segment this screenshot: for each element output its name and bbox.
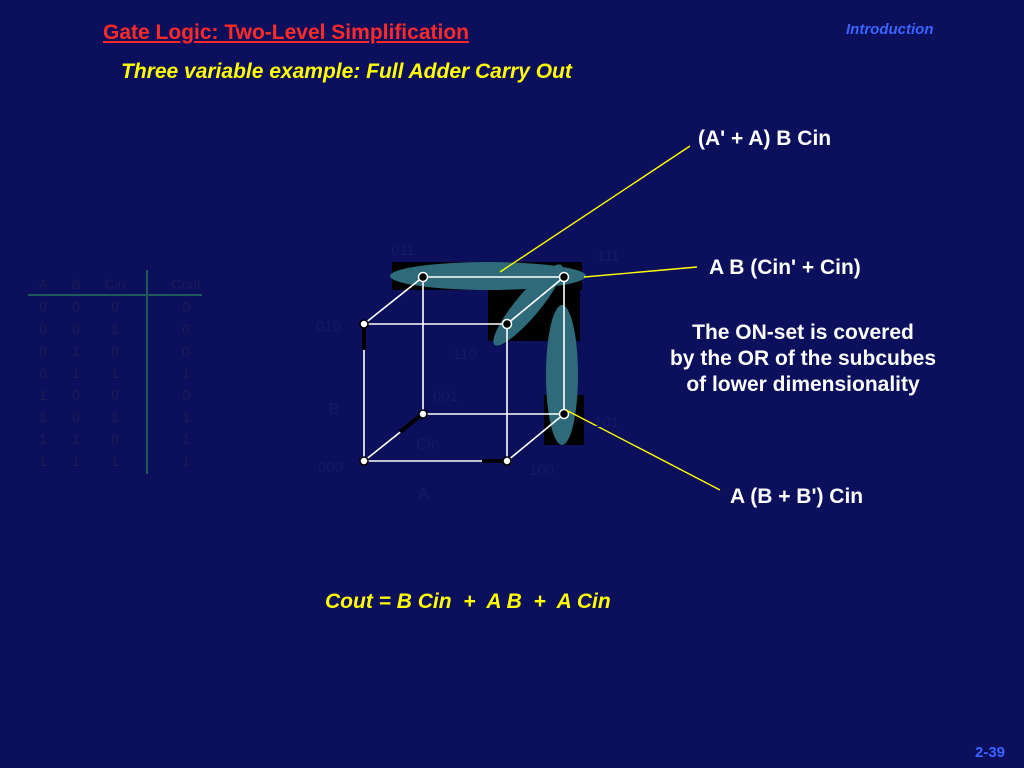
truth-cell: 0 [39, 343, 47, 359]
on-set-note-line-1: The ON-set is covered [692, 321, 914, 344]
vertex-001 [418, 409, 428, 419]
on-set-note-line-2: by the OR of the subcubes [669, 347, 937, 370]
vertex-111 [558, 271, 570, 283]
vertex-label-011: 011 [391, 242, 415, 259]
page-number: 2-39 [975, 744, 1006, 761]
on-set-note-line-3: of lower dimensionality [686, 373, 920, 396]
truth-cell: 0 [72, 387, 80, 403]
truth-cell: 0 [182, 321, 190, 337]
truth-cell: 1 [72, 431, 80, 447]
truth-cell: 0 [111, 343, 119, 359]
leader-line-middle [583, 266, 698, 278]
term-label-middle: A B (Cin' + Cin) [709, 256, 861, 279]
axis-label-a: A [418, 486, 429, 503]
vertex-100 [502, 456, 512, 466]
vertex-label-111: 111 [597, 248, 620, 265]
vertex-011 [417, 271, 429, 283]
truth-header-b: B [71, 276, 81, 292]
slide-title: Gate Logic: Two-Level Simplification [103, 21, 469, 44]
truth-cell: 0 [111, 431, 119, 447]
cube-vertices [359, 271, 570, 466]
truth-cell: 0 [111, 387, 119, 403]
vertex-label-110: 110 [453, 346, 477, 363]
vertex-label-100: 100 [529, 462, 555, 479]
truth-cell: 1 [111, 409, 119, 425]
section-label: Introduction [846, 21, 934, 38]
truth-cell: 0 [39, 365, 47, 381]
cout-equation: Cout = B Cin + A B + A Cin [325, 590, 611, 613]
truth-cell: 0 [72, 321, 80, 337]
truth-cell: 0 [39, 299, 47, 315]
truth-cell: 0 [182, 343, 190, 359]
truth-cell: 1 [39, 453, 47, 469]
truth-header-cout: Cout [171, 276, 201, 292]
truth-header-a: A [38, 276, 48, 292]
truth-cell: 0 [39, 321, 47, 337]
truth-cell: 0 [182, 299, 190, 315]
truth-cell: 1 [182, 409, 190, 425]
truth-cell: 0 [72, 409, 80, 425]
leader-lines [499, 145, 721, 491]
truth-cell: 1 [72, 343, 80, 359]
axis-label-b: B [329, 401, 340, 418]
truth-cell: 1 [111, 321, 119, 337]
truth-cell: 0 [72, 299, 80, 315]
axis-arrows [362, 326, 505, 463]
leader-line-bottom [565, 409, 721, 491]
truth-cell: 0 [111, 299, 119, 315]
truth-cell: 1 [111, 453, 119, 469]
truth-header-cin: Cin [104, 276, 126, 292]
vertex-010 [359, 319, 369, 329]
truth-cell: 1 [182, 453, 190, 469]
subcube-a-cin [546, 305, 578, 445]
vertex-label-000: 000 [318, 459, 344, 476]
vertex-101 [558, 408, 570, 420]
on-set-note: The ON-set is covered by the OR of the s… [636, 320, 970, 398]
axis-label-cin: Cin [416, 436, 441, 453]
truth-cell: 1 [39, 409, 47, 425]
term-label-bottom: A (B + B') Cin [730, 485, 864, 508]
slide-subtitle: Three variable example: Full Adder Carry… [121, 60, 572, 83]
vertex-110 [501, 318, 513, 330]
truth-cell: 1 [111, 365, 119, 381]
truth-cell: 1 [39, 387, 47, 403]
term-label-top: (A' + A) B Cin [698, 127, 832, 150]
truth-cell: 1 [182, 431, 190, 447]
leader-line-top [499, 145, 691, 273]
truth-cell: 1 [182, 365, 190, 381]
vertex-label-001: 001 [433, 388, 459, 405]
truth-cell: 0 [182, 387, 190, 403]
vertex-000 [359, 456, 369, 466]
vertex-label-010: 010 [316, 318, 342, 335]
truth-cell: 1 [72, 365, 80, 381]
vertex-label-101: 101 [594, 414, 620, 431]
truth-cell: 1 [72, 453, 80, 469]
truth-cell: 1 [39, 431, 47, 447]
